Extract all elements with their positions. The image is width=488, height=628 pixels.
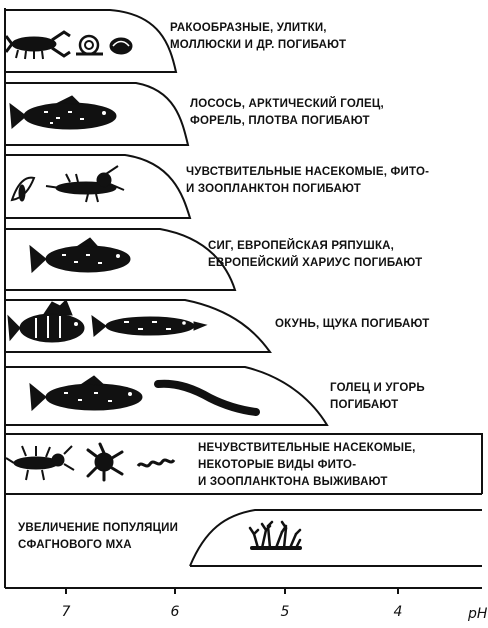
band-4-line-1: СИГ, ЕВРОПЕЙСКАЯ РЯПУШКА, [208, 240, 395, 252]
insect-icon [10, 176, 36, 202]
band-6-line-2: ПОГИБАЮТ [330, 399, 399, 411]
band-7-line-1: НЕЧУВСТВИТЕЛЬНЫЕ НАСЕКОМЫЕ, [198, 442, 416, 454]
x-tick-label-4: 4 [393, 604, 403, 620]
plankton-icon [86, 442, 124, 482]
eel-icon [154, 379, 260, 416]
mussel-icon [109, 37, 133, 55]
band-2-line-1: ЛОСОСЬ, АРКТИЧЕСКИЙ ГОЛЕЦ, [190, 98, 384, 110]
band-5-line-1: ОКУНЬ, ЩУКА ПОГИБАЮТ [275, 318, 430, 330]
band-7-shape [5, 433, 483, 494]
band-6-line-1: ГОЛЕЦ И УГОРЬ [330, 382, 425, 394]
band-1-label: РАКООБРАЗНЫЕ, УЛИТКИ, МОЛЛЮСКИ И ДР. ПОГ… [170, 20, 346, 54]
band-1-line-2: МОЛЛЮСКИ И ДР. ПОГИБАЮТ [170, 39, 347, 51]
x-axis-unit: pH [468, 606, 488, 622]
snail-icon [76, 34, 103, 56]
perch-icon [7, 299, 85, 343]
water-bug-icon [5, 445, 75, 481]
band-7-label: НЕЧУВСТВИТЕЛЬНЫЕ НАСЕКОМЫЕ, НЕКОТОРЫЕ ВИ… [198, 440, 416, 491]
band-3-line-2: И ЗООПЛАНКТОН ПОГИБАЮТ [186, 183, 361, 195]
larva-icon [45, 165, 125, 203]
crayfish-icon [4, 30, 71, 60]
whitefish-icon [29, 237, 131, 274]
x-tick-label-5: 5 [280, 604, 290, 620]
band-2-label: ЛОСОСЬ, АРКТИЧЕСКИЙ ГОЛЕЦ, ФОРЕЛЬ, ПЛОТВ… [190, 96, 384, 130]
band-5-label: ОКУНЬ, ЩУКА ПОГИБАЮТ [275, 316, 429, 333]
band-8-shape [189, 509, 482, 567]
band-3-label: ЧУВСТВИТЕЛЬНЫЕ НАСЕКОМЫЕ, ФИТО- И ЗООПЛА… [186, 164, 429, 198]
char-icon [29, 375, 143, 412]
band-7-line-2: НЕКОТОРЫЕ ВИДЫ ФИТО- [198, 459, 357, 471]
band-4-line-2: ЕВРОПЕЙСКИЙ ХАРИУС ПОГИБАЮТ [208, 257, 423, 269]
band-8-line-2: СФАГНОВОГО МХА [18, 539, 132, 551]
band-2-line-2: ФОРЕЛЬ, ПЛОТВА ПОГИБАЮТ [190, 115, 370, 127]
trout-icon [9, 95, 117, 130]
band-6-label: ГОЛЕЦ И УГОРЬ ПОГИБАЮТ [330, 380, 425, 414]
band-1-line-1: РАКООБРАЗНЫЕ, УЛИТКИ, [170, 22, 327, 34]
pike-icon [91, 314, 208, 337]
x-tick-label-6: 6 [170, 604, 180, 620]
band-4-label: СИГ, ЕВРОПЕЙСКАЯ РЯПУШКА, ЕВРОПЕЙСКИЙ ХА… [208, 238, 422, 272]
band-3-line-1: ЧУВСТВИТЕЛЬНЫЕ НАСЕКОМЫЕ, ФИТО- [186, 166, 430, 178]
band-7-line-3: И ЗООПЛАНКТОНА ВЫЖИВАЮТ [198, 476, 388, 488]
x-tick-label-7: 7 [61, 604, 71, 620]
band-8-line-1: УВЕЛИЧЕНИЕ ПОПУЛЯЦИИ [18, 522, 179, 534]
band-8-label: УВЕЛИЧЕНИЕ ПОПУЛЯЦИИ СФАГНОВОГО МХА [18, 520, 178, 554]
sphagnum-moss-icon [248, 520, 302, 550]
worm-icon [136, 458, 176, 468]
